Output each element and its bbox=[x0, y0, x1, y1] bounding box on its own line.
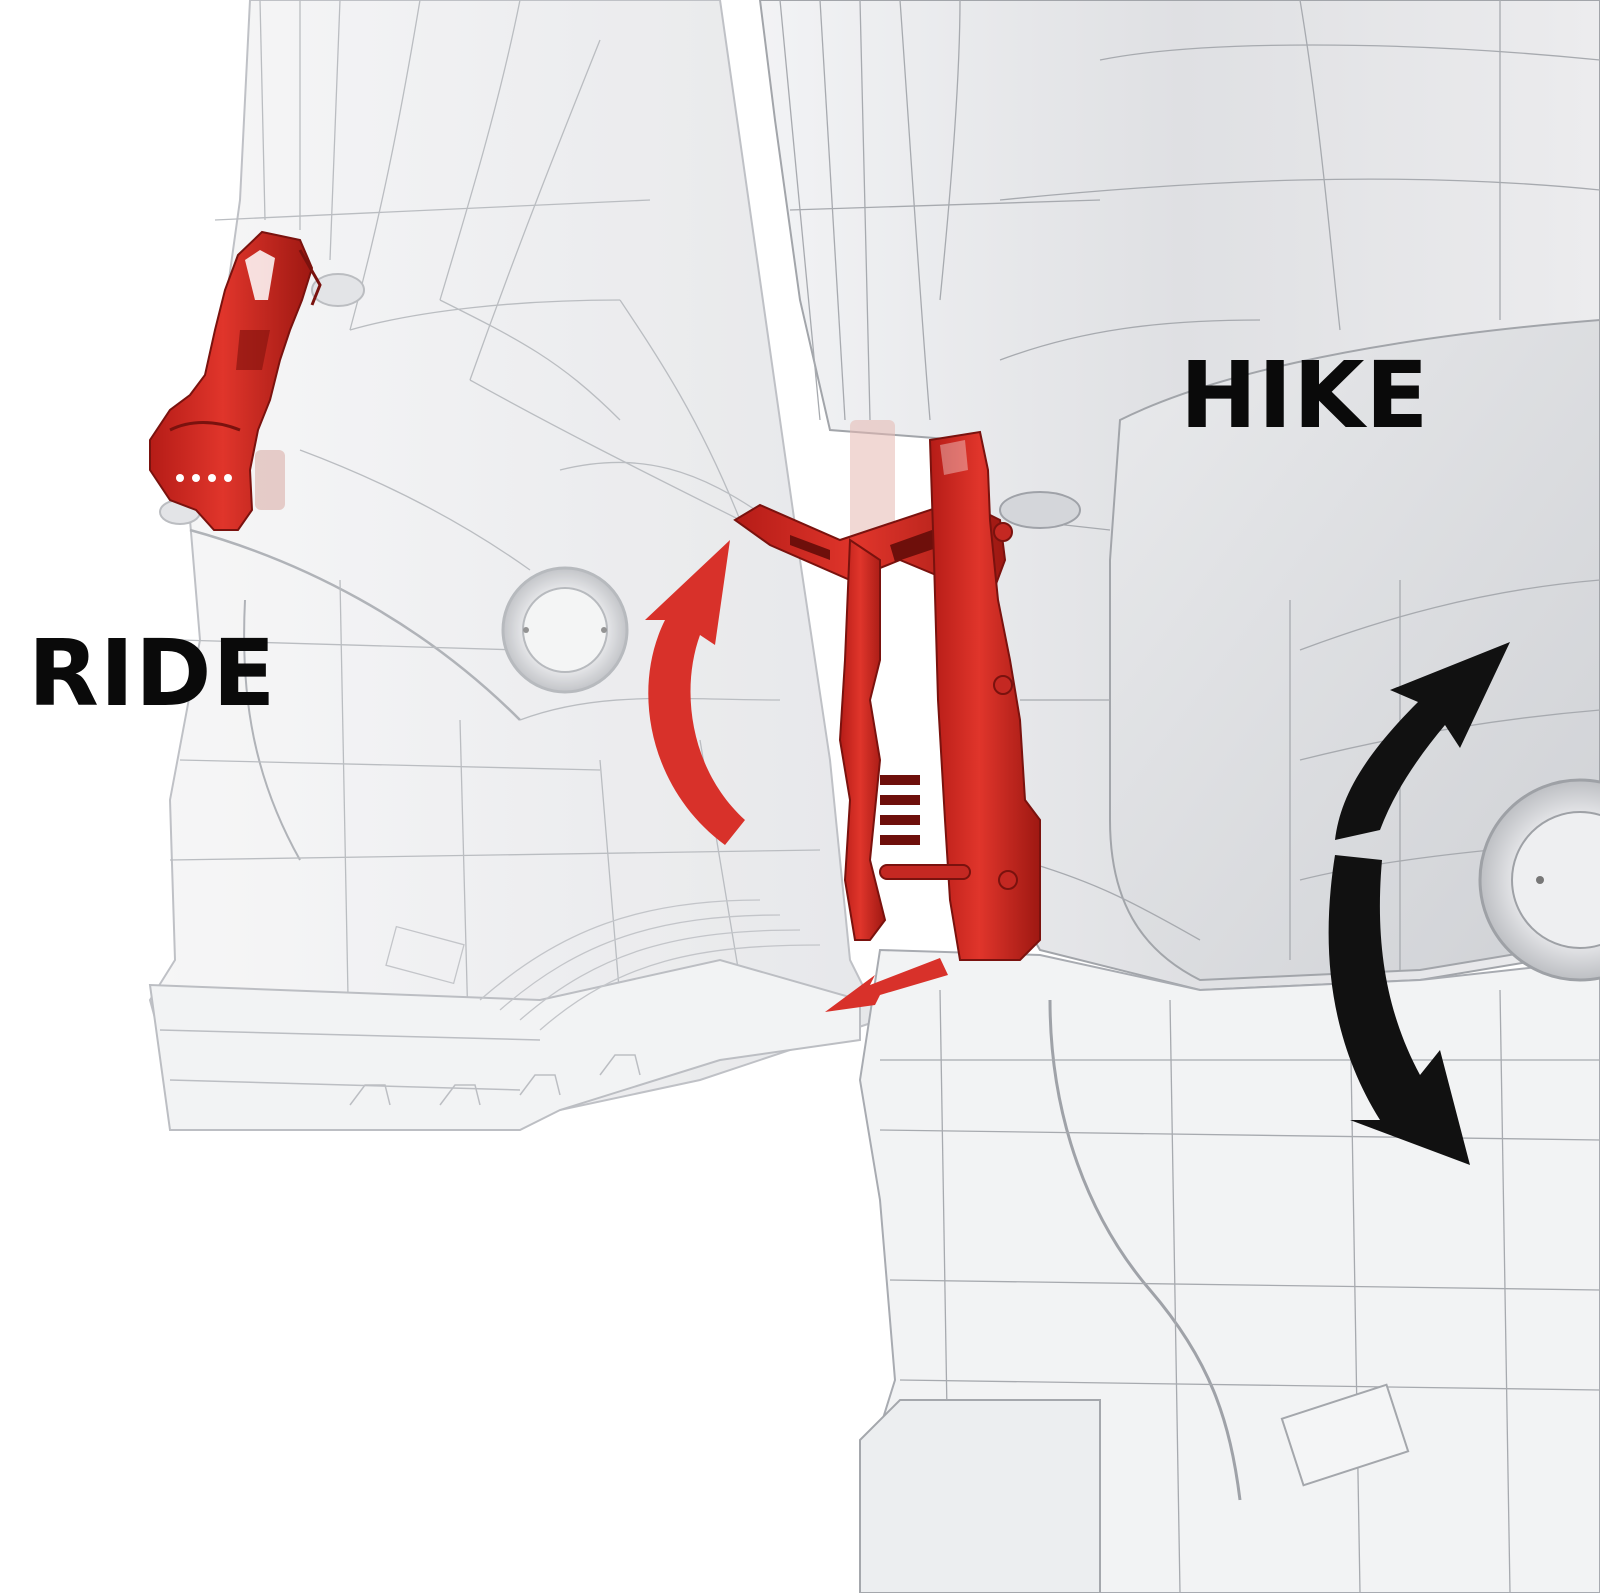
latched-buckle-icon bbox=[149, 230, 322, 531]
pivot-rivet-icon bbox=[1478, 778, 1600, 982]
double-curved-arrow-icon bbox=[1328, 642, 1510, 1165]
hike-mode-label: HIKE bbox=[1180, 342, 1430, 449]
ride-boot bbox=[148, 0, 882, 1131]
pivot-rivet-icon bbox=[501, 566, 629, 694]
ride-boot-sole bbox=[148, 958, 861, 1131]
ride-boot-shell bbox=[148, 0, 882, 1111]
arrow-down-left-icon bbox=[825, 958, 948, 1012]
released-lever-icon bbox=[733, 420, 1041, 961]
ride-mode-label: RIDE bbox=[28, 620, 277, 727]
curved-arrow-up-icon bbox=[645, 540, 745, 845]
